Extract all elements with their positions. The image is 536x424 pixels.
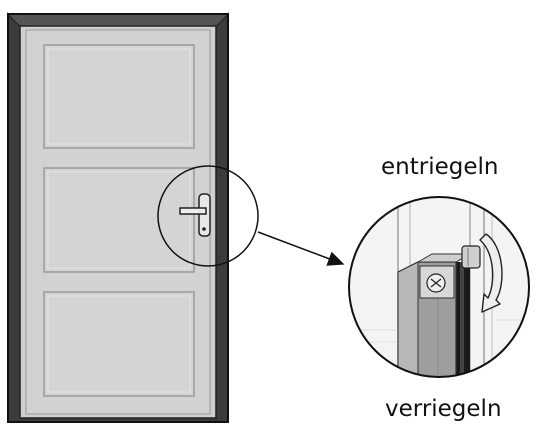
- handle-highlight-circle: [157, 165, 259, 267]
- unlock-label: entriegeln: [381, 154, 499, 180]
- lock-label: verriegeln: [385, 396, 502, 422]
- pointer-arrow-icon: [257, 231, 345, 266]
- door-icon: [7, 12, 229, 423]
- door-panel-bottom: [43, 291, 195, 397]
- door-panel-top: [43, 44, 195, 149]
- door-handle-icon: [179, 193, 211, 237]
- rotate-arrow-icon: [479, 233, 503, 313]
- door-panel-middle: [43, 167, 195, 273]
- magnifier-circle: [348, 196, 530, 378]
